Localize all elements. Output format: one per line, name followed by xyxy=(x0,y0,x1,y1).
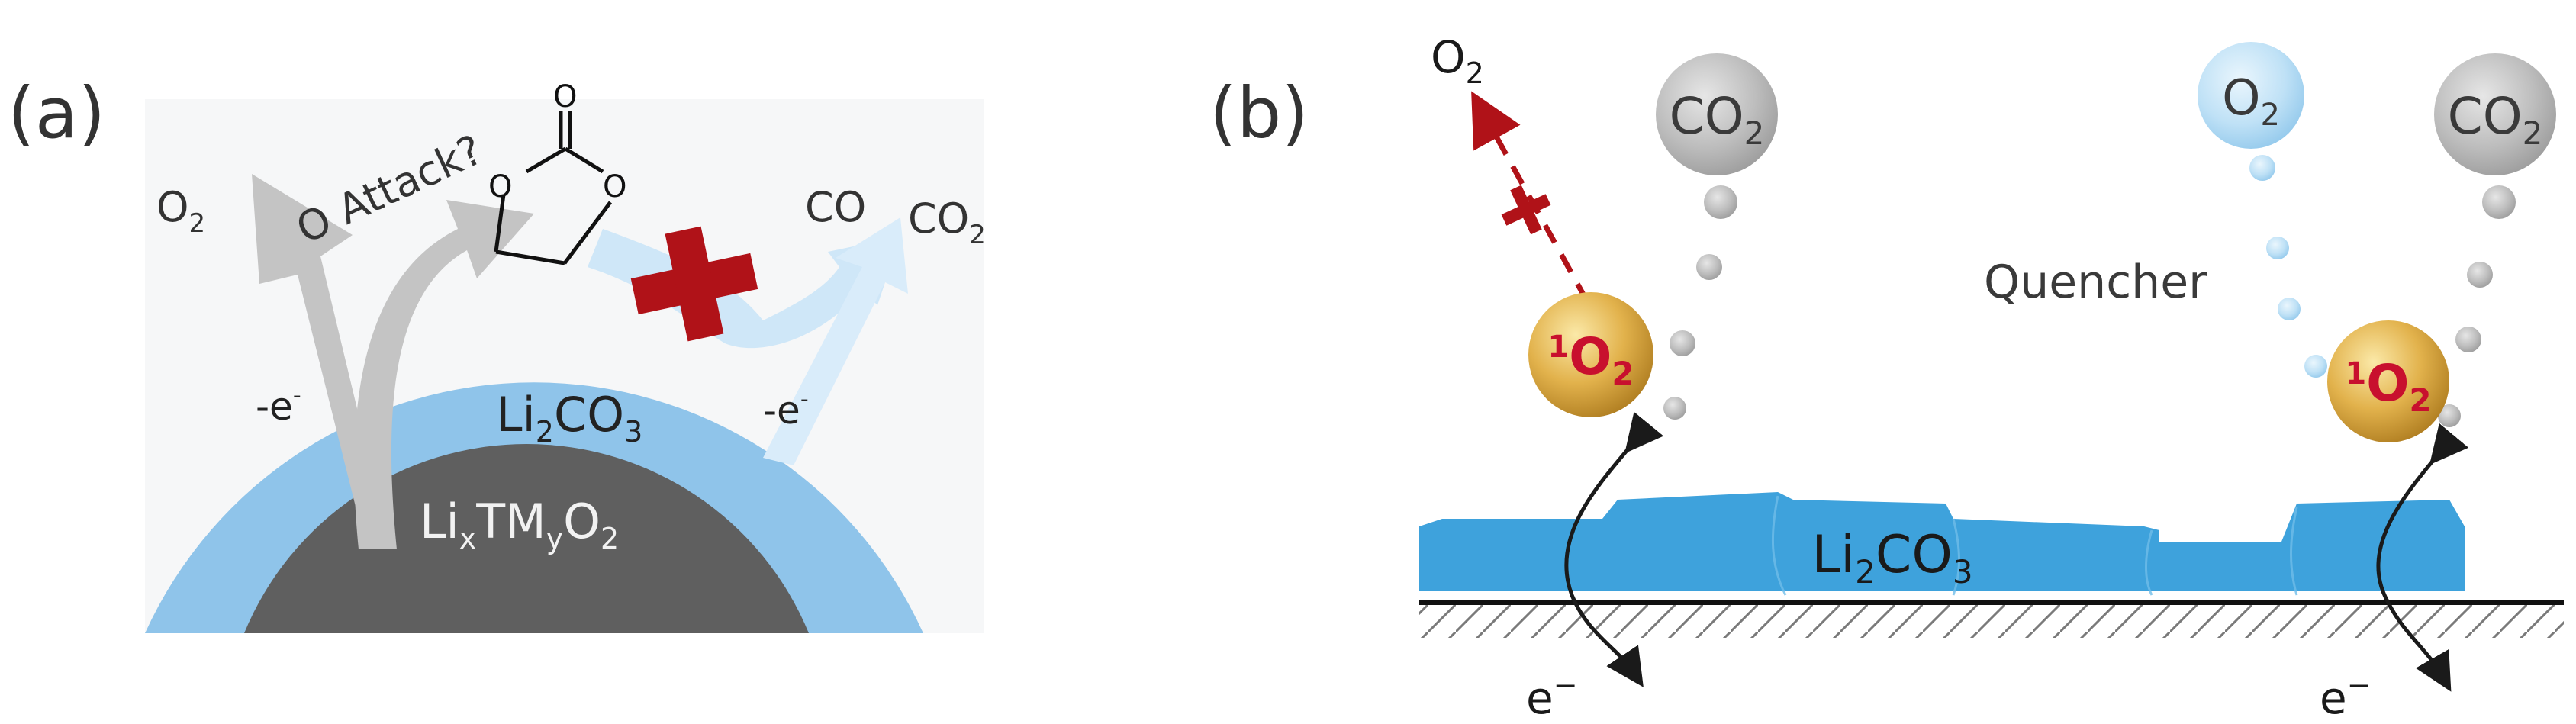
electron-left-label: e− xyxy=(1526,668,1578,721)
singlet-oxygen-left-label: 1O2 xyxy=(1547,327,1634,392)
co2-bubble-left xyxy=(1656,53,1778,175)
o2-label: O2 xyxy=(156,183,205,239)
o2-bubble-label: O2 xyxy=(2222,70,2280,133)
co2-release-arrow xyxy=(763,217,908,465)
shell-composition-label: Li2CO3 xyxy=(496,387,642,449)
core-composition-label: LixTMyO2 xyxy=(420,494,619,555)
released-o2-label: O2 xyxy=(1431,31,1484,90)
co2-bubble-right xyxy=(2434,53,2556,175)
panel-b: (b) Li2CO3 e− e− O2 xyxy=(1209,31,2564,724)
co-label: CO xyxy=(805,183,866,231)
co2-label: CO2 xyxy=(908,195,986,250)
co2-left-label: CO2 xyxy=(1670,87,1765,152)
minus-e-left-label: -e- xyxy=(256,382,301,429)
panel-a: (a) O O O xyxy=(8,72,986,633)
panel-a-label: (a) xyxy=(8,72,105,154)
o2-trail xyxy=(2249,155,2327,378)
electron-path-left xyxy=(1564,411,1664,687)
electron-path-right xyxy=(2376,423,2469,692)
co2-trail-left xyxy=(1663,185,1737,420)
o2-bubble xyxy=(2198,42,2304,149)
o-attack-arrow xyxy=(354,200,534,549)
panel-b-label: (b) xyxy=(1209,72,1309,154)
co-formation-arrow xyxy=(588,229,900,349)
layer-composition-label: Li2CO3 xyxy=(1811,525,1972,590)
co2-trail-right xyxy=(2438,185,2516,427)
ring-oxygen-right: O xyxy=(603,169,626,204)
carbonyl-oxygen: O xyxy=(553,79,577,114)
electron-right-label: e− xyxy=(2320,668,2372,721)
ethylene-carbonate-icon xyxy=(494,111,612,265)
singlet-oxygen-right xyxy=(2327,320,2449,442)
singlet-oxygen-left xyxy=(1528,292,1653,417)
escape-blocked-cross-icon xyxy=(1501,185,1551,235)
blocked-cross-icon xyxy=(630,226,758,342)
singlet-oxygen-right-label: 1O2 xyxy=(2345,354,2431,419)
layer-grain-lines xyxy=(1771,495,2298,596)
li2co3-layer xyxy=(1419,492,2465,591)
minus-e-right-label: -e- xyxy=(763,386,809,433)
ring-oxygen-left: O xyxy=(488,169,512,204)
quencher-label: Quencher xyxy=(1984,256,2207,309)
co2-right-label: CO2 xyxy=(2448,87,2543,152)
